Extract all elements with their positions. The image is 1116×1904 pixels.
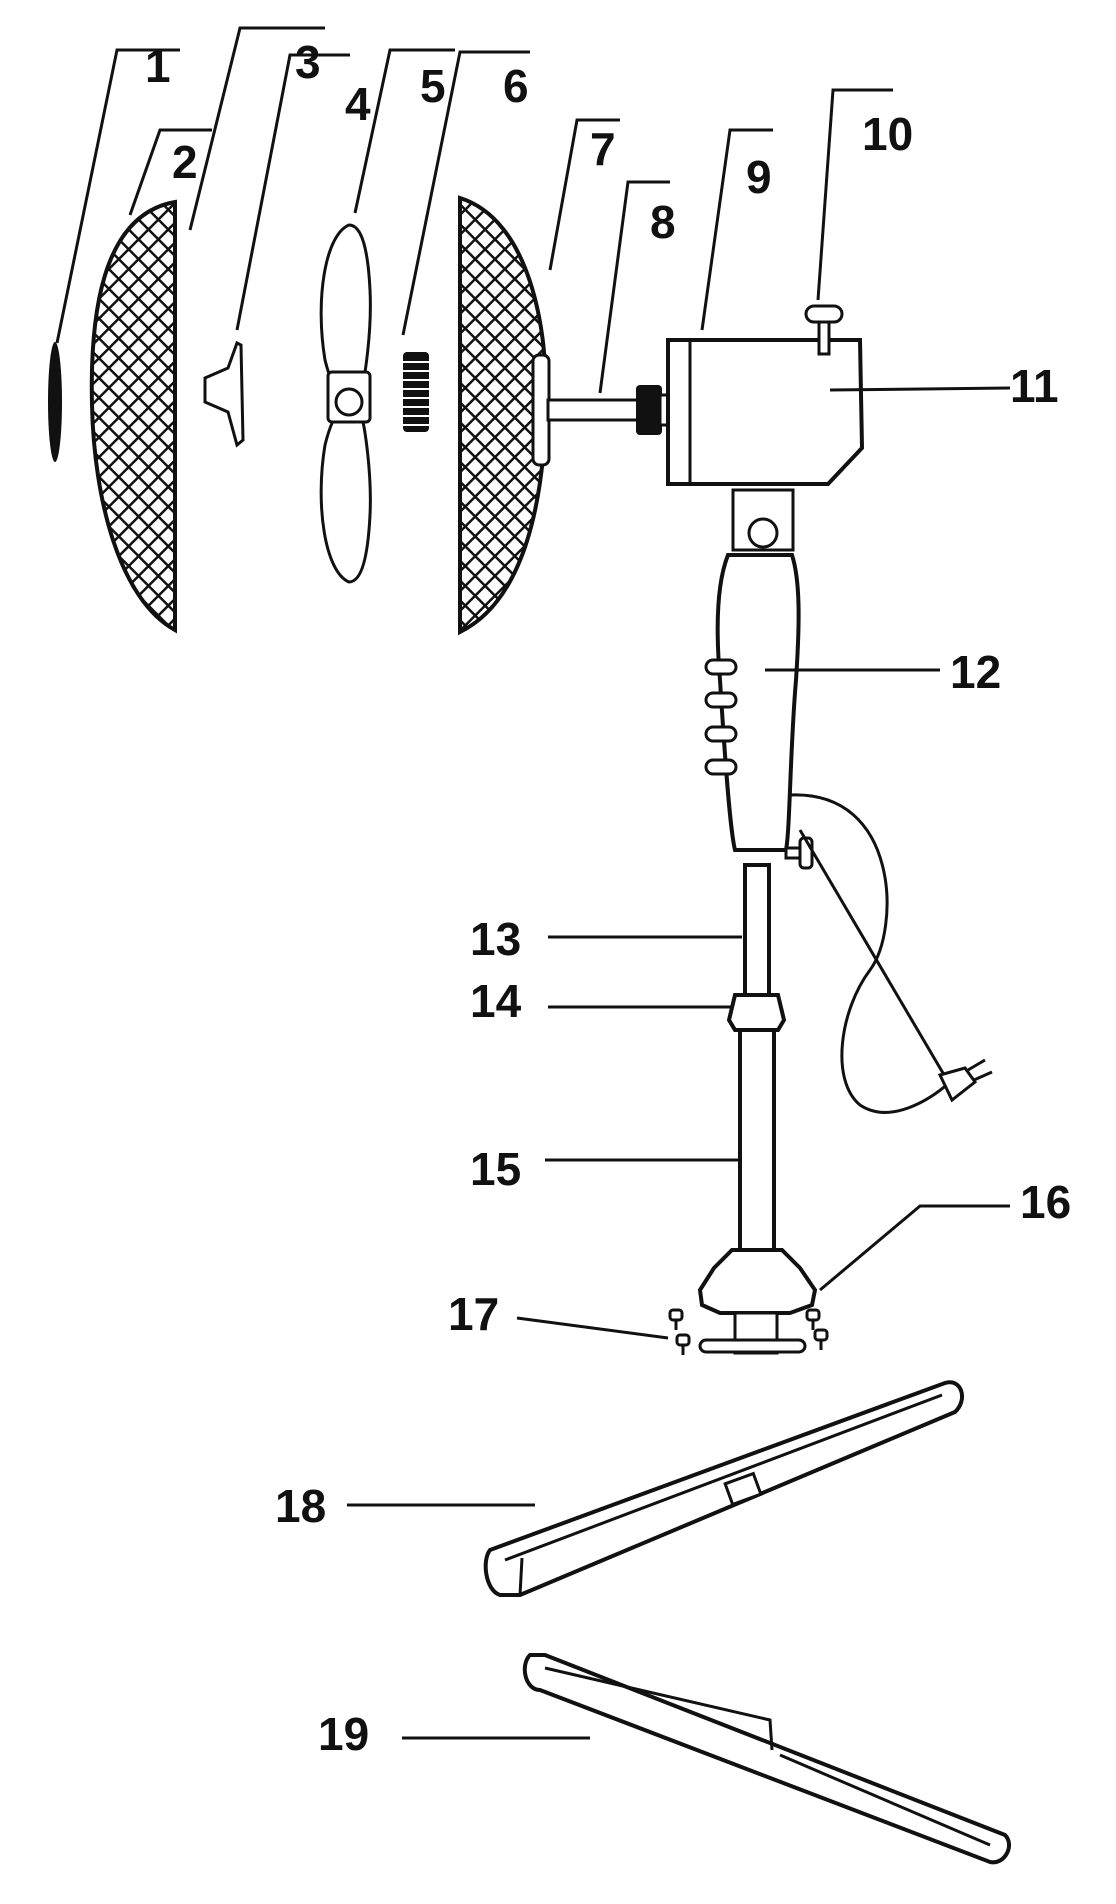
screw-4 — [813, 1328, 829, 1350]
screw-1 — [668, 1308, 684, 1330]
part-8-motor-shaft — [546, 385, 672, 435]
part-14-height-collar — [726, 993, 787, 1032]
part-10-oscillation-knob — [804, 304, 844, 356]
power-plug — [937, 1066, 978, 1103]
part-6-spinner-nut — [403, 352, 429, 432]
part-5-fan-blade — [319, 223, 372, 584]
label-14: 14 — [470, 975, 522, 1027]
label-6: 6 — [503, 60, 529, 112]
part-1-grille-badge — [48, 342, 62, 462]
speed-button-1 — [704, 658, 738, 676]
label-11: 11 — [1010, 360, 1059, 412]
label-5: 5 — [420, 60, 446, 112]
part-15-lower-pole — [738, 1028, 776, 1252]
part-13-upper-pole — [743, 863, 771, 997]
power-cord — [789, 793, 993, 1114]
tilt-joint — [731, 488, 795, 552]
label-9: 9 — [746, 151, 772, 203]
label-12: 12 — [950, 646, 1001, 698]
label-18: 18 — [275, 1480, 326, 1532]
leader-lines — [55, 26, 1011, 1740]
part-16-base-connector — [697, 1248, 818, 1355]
label-19: 19 — [318, 1708, 369, 1760]
part-4-blade-cap — [203, 340, 245, 448]
label-17: 17 — [448, 1288, 499, 1340]
screw-3 — [805, 1308, 821, 1330]
part-12-control-housing — [704, 553, 801, 852]
callout-labels: 1 2 3 4 5 6 7 8 9 10 11 12 13 14 15 16 1… — [145, 36, 1071, 1760]
label-13: 13 — [470, 913, 521, 965]
label-8: 8 — [650, 196, 676, 248]
speed-button-2 — [704, 691, 738, 709]
label-7: 7 — [590, 123, 616, 175]
speed-button-off — [704, 758, 738, 776]
part-18-base-leg — [483, 1380, 965, 1597]
label-10: 10 — [862, 108, 913, 160]
label-1: 1 — [145, 40, 171, 92]
speed-button-3 — [704, 725, 738, 743]
part-11-motor-housing — [666, 338, 865, 486]
part-2-rear-grille — [89, 199, 177, 634]
label-2: 2 — [172, 136, 198, 188]
label-3: 3 — [295, 36, 321, 88]
part-19-base-leg — [522, 1653, 1011, 1865]
label-16: 16 — [1020, 1176, 1071, 1228]
part-17-screws — [668, 1308, 829, 1355]
label-4: 4 — [345, 78, 371, 130]
label-15: 15 — [470, 1143, 521, 1195]
screw-2 — [675, 1333, 691, 1355]
